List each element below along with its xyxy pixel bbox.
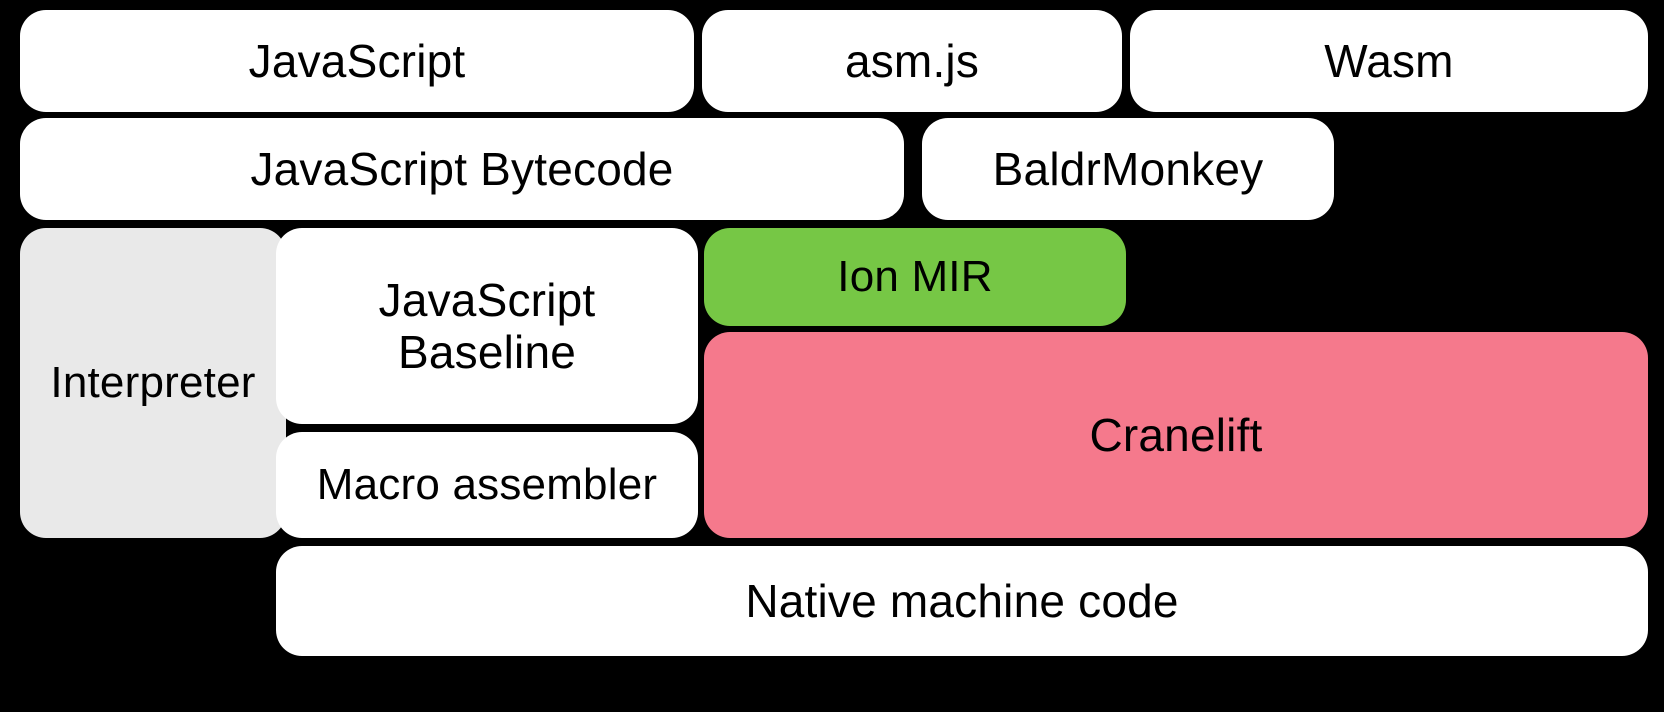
- node-baldrmonkey: BaldrMonkey: [922, 118, 1334, 220]
- node-javascript-baseline: JavaScript Baseline: [276, 228, 698, 424]
- node-wasm: Wasm: [1130, 10, 1648, 112]
- node-javascript: JavaScript: [20, 10, 694, 112]
- node-ion-mir: Ion MIR: [704, 228, 1126, 326]
- node-cranelift: Cranelift: [704, 332, 1648, 538]
- node-native-machine-code: Native machine code: [276, 546, 1648, 656]
- node-asm-js: asm.js: [702, 10, 1122, 112]
- node-macro-assembler: Macro assembler: [276, 432, 698, 538]
- node-interpreter: Interpreter: [20, 228, 286, 538]
- node-javascript-bytecode: JavaScript Bytecode: [20, 118, 904, 220]
